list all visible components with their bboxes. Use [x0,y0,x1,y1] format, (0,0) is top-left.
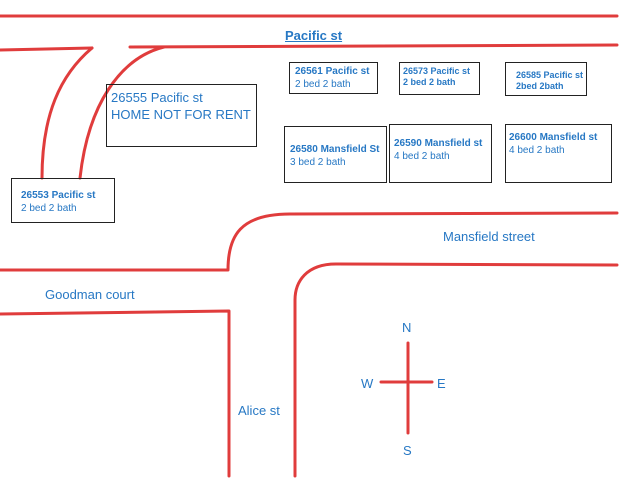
lot-26585-pacific: 26585 Pacific st 2bed 2bath [505,62,587,96]
lot-26580-mansfield: 26580 Mansfield St 3 bed 2 bath [284,126,387,183]
goodman-court-south-edge [0,309,231,478]
mansfield-street-south-edge [293,262,619,478]
lot-address: 26590 Mansfield st [394,138,483,149]
lot-26555-pacific: 26555 Pacific st HOME NOT FOR RENT [106,84,257,147]
compass-east-label: E [437,376,446,391]
lot-description: HOME NOT FOR RENT [111,106,251,122]
lot-address: 26585 Pacific st [516,70,584,80]
lot-description: 2 bed 2 bath [295,78,351,90]
lot-description: 2bed 2bath [516,81,564,92]
lot-address: 26600 Mansfield st [509,132,598,143]
curved-road-east-edge [78,45,166,180]
lot-address: 26561 Pacific st [295,66,370,77]
lot-address: 26580 Mansfield St [290,144,380,155]
compass-west-label: W [361,376,374,391]
pacific-street-label: Pacific st [285,28,343,43]
lot-address: 26555 Pacific st [111,90,203,105]
lot-address: 26553 Pacific st [21,190,96,201]
goodman-court-label: Goodman court [45,287,135,302]
lot-description: 3 bed 2 bath [290,156,346,168]
pacific-street-south-edge [0,46,94,52]
lot-26590-mansfield: 26590 Mansfield st 4 bed 2 bath [389,124,492,183]
lot-description: 4 bed 2 bath [509,144,565,156]
lot-description: 4 bed 2 bath [394,150,450,162]
alice-street-label: Alice st [238,403,280,418]
lot-description: 2 bed 2 bath [403,77,456,88]
compass-north-label: N [402,320,412,335]
lot-26600-mansfield: 26600 Mansfield st 4 bed 2 bath [505,124,612,183]
lot-26553-pacific: 26553 Pacific st 2 bed 2 bath [11,178,115,223]
lot-address: 26573 Pacific st [403,66,471,76]
mansfield-street-north-edge [0,211,619,272]
compass-south-label: S [403,443,412,458]
curved-road-west-edge [40,46,94,180]
lot-26561-pacific: 26561 Pacific st 2 bed 2 bath [289,62,378,94]
lot-description: 2 bed 2 bath [21,202,77,214]
lot-26573-pacific: 26573 Pacific st 2 bed 2 bath [399,62,480,95]
mansfield-street-label: Mansfield street [443,229,535,244]
pacific-street-south-edge-east [128,43,619,49]
